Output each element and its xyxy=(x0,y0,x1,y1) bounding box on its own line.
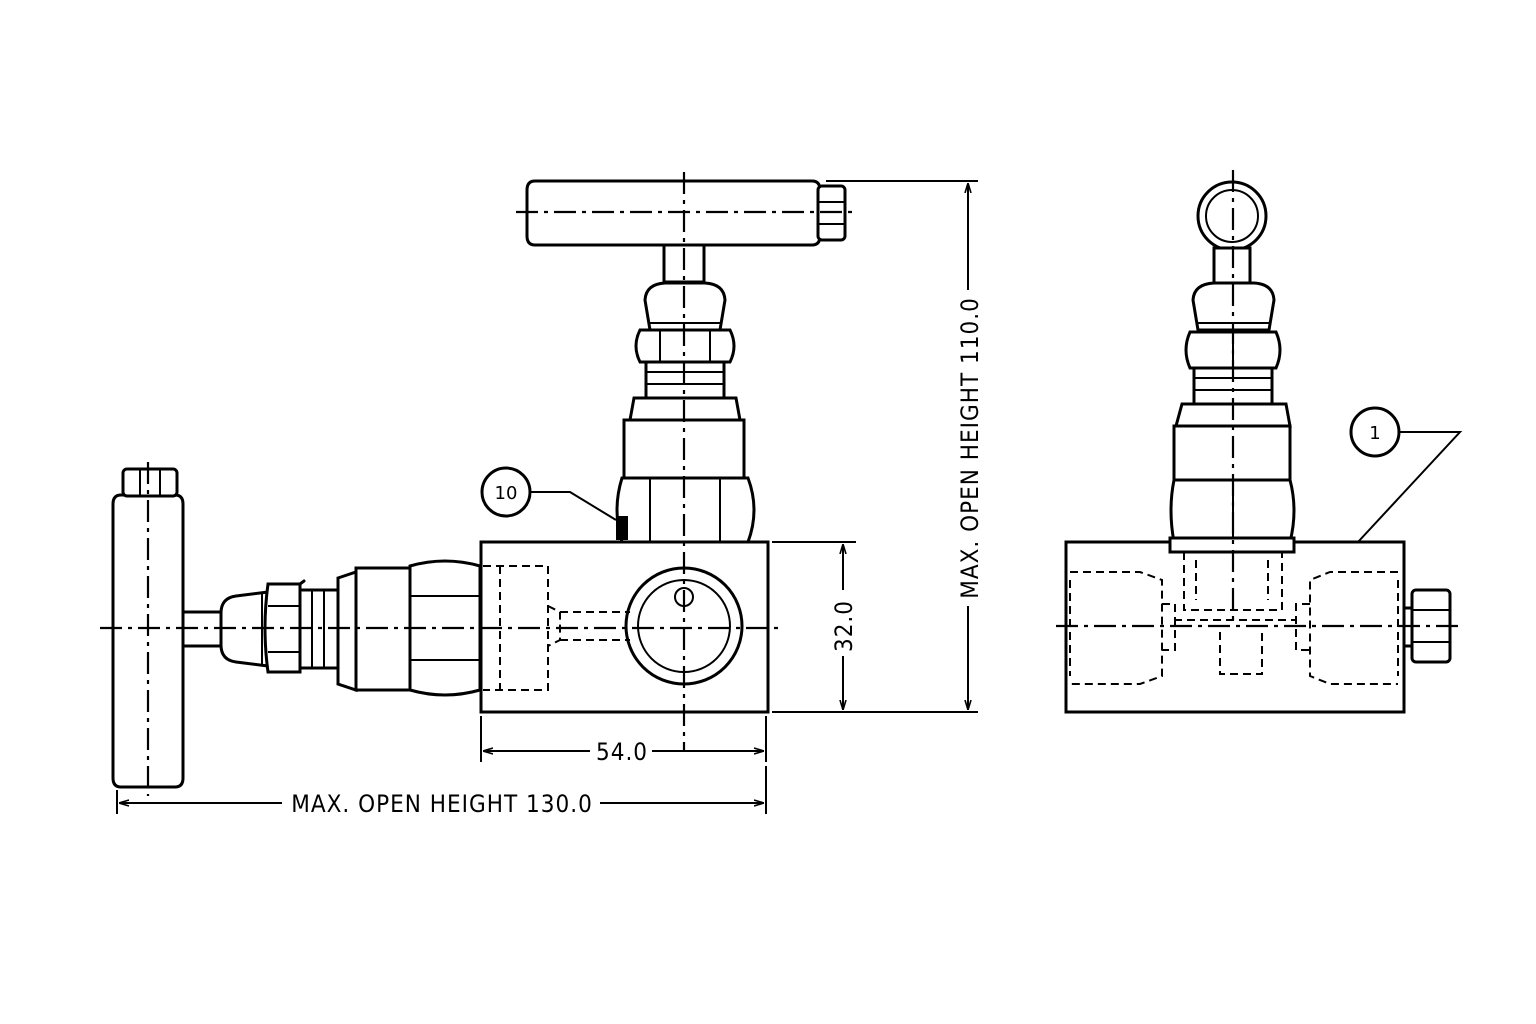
front-view: 10 32.0 54.0 MAX. OPEN HEIGHT 130.0 xyxy=(100,172,984,818)
dimension-overall-width-label: MAX. OPEN HEIGHT 130.0 xyxy=(291,790,593,818)
balloon-10: 10 xyxy=(480,466,617,521)
balloon-1: 1 xyxy=(1349,406,1463,543)
dimension-overall-height: MAX. OPEN HEIGHT 110.0 xyxy=(776,180,984,713)
top-hex-nut xyxy=(615,476,756,544)
dimension-body-width: 54.0 xyxy=(480,716,767,766)
balloon-10-label: 10 xyxy=(495,483,518,504)
side-lock-nut xyxy=(263,579,306,674)
side-view-cap xyxy=(1191,281,1276,332)
dimension-body-height-label: 32.0 xyxy=(830,600,858,652)
top-valve-assembly xyxy=(525,179,847,544)
dimension-body-width-label: 54.0 xyxy=(596,738,648,766)
item-10-plug xyxy=(616,516,628,540)
balloon-1-label: 1 xyxy=(1369,423,1380,444)
dimension-body-height: 32.0 xyxy=(772,541,858,713)
side-bonnet xyxy=(354,566,412,692)
front-hidden-lines xyxy=(483,565,630,691)
dimension-overall-width: MAX. OPEN HEIGHT 130.0 xyxy=(116,766,767,818)
side-handle-nut xyxy=(121,467,179,498)
side-view-hidden-lines xyxy=(1069,552,1399,685)
side-collar xyxy=(336,569,358,693)
side-handle-bar xyxy=(111,493,185,789)
dimension-overall-height-label: MAX. OPEN HEIGHT 110.0 xyxy=(956,297,984,599)
side-view: 1 xyxy=(1056,170,1463,714)
